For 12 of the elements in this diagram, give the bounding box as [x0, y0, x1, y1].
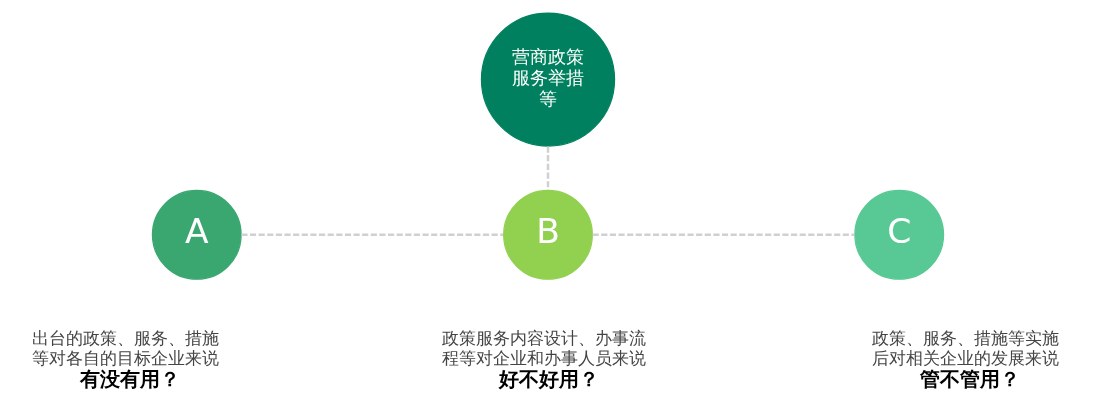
node-circle: C: [854, 189, 945, 280]
node-label: 好不好用？: [499, 368, 600, 392]
node-label: 管不管用？: [920, 368, 1021, 392]
node-circle: A: [151, 189, 242, 280]
connector: [241, 233, 504, 237]
node-circle: 营商政策服务举措等: [480, 12, 616, 147]
node-label: 政策服务内容设计、办事流程等对企业和办事人员来说: [442, 327, 647, 369]
node-label: 政策、服务、措施等实施后对相关企业的发展来说: [872, 327, 1060, 369]
node-circle: B: [503, 189, 593, 280]
node-label: 有没有用？: [79, 368, 180, 392]
node-label: 出台的政策、服务、措施等对各自的目标企业来说: [31, 327, 219, 369]
connector: [592, 233, 855, 237]
